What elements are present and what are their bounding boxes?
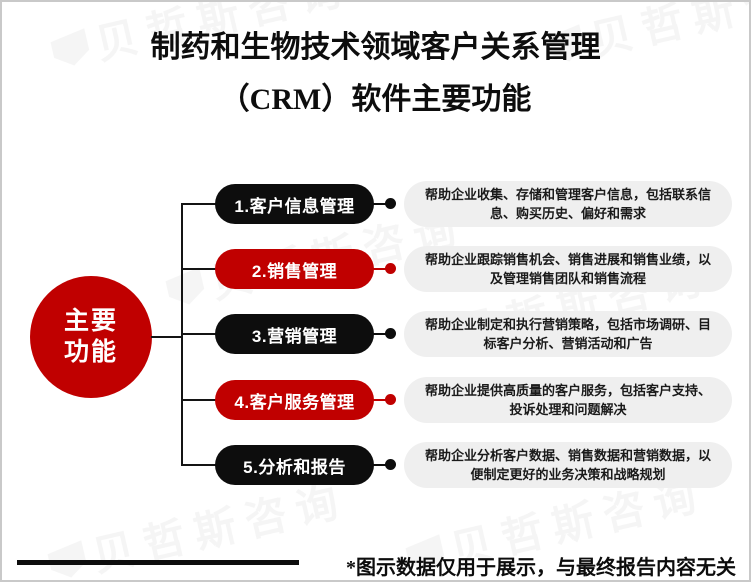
feature-pill-label: 5.分析和报告	[243, 457, 346, 477]
page-title-line2: （CRM）软件主要功能	[219, 83, 532, 116]
connector-line	[372, 464, 391, 466]
connector-dot	[385, 328, 396, 339]
feature-pill: 1.客户信息管理	[215, 184, 374, 224]
hub-label-line1: 主要	[63, 308, 118, 335]
feature-pill: 2.销售管理	[215, 249, 374, 289]
connector-dot	[385, 394, 396, 405]
branch-line	[181, 333, 216, 335]
feature-pill: 5.分析和报告	[215, 445, 374, 485]
trunk-line	[181, 204, 183, 466]
branch-line	[181, 464, 216, 466]
footer-note: *图示数据仅用于展示，与最终报告内容无关	[346, 557, 736, 579]
connector-line	[372, 333, 391, 335]
feature-pill-label: 1.客户信息管理	[234, 196, 355, 216]
page-title-line1: 制药和生物技术领域客户关系管理	[150, 31, 601, 64]
feature-description: 帮助企业分析客户数据、销售数据和营销数据，以便制定更好的业务决策和战略规划	[404, 442, 732, 488]
feature-description: 帮助企业制定和执行营销策略，包括市场调研、目标客户分析、营销活动和广告	[404, 311, 732, 357]
feature-pill-label: 4.客户服务管理	[234, 392, 355, 412]
connector-dot	[385, 263, 396, 274]
branch-line	[181, 203, 216, 205]
feature-pill-label: 3.营销管理	[251, 326, 338, 346]
hub-connector-line	[151, 336, 182, 338]
footer-rule	[17, 560, 299, 565]
feature-pill: 3.营销管理	[215, 314, 374, 354]
connector-line	[372, 399, 391, 401]
brand-logo-icon	[165, 266, 205, 304]
connector-line	[372, 268, 391, 270]
hub-circle: 主要 功能	[30, 276, 152, 398]
feature-description: 帮助企业收集、存储和管理客户信息，包括联系信息、购买历史、偏好和需求	[404, 181, 732, 227]
page-title: 制药和生物技术领域客户关系管理 （CRM）软件主要功能	[2, 22, 749, 126]
hub-label-line2: 功能	[63, 339, 118, 366]
branch-line	[181, 399, 216, 401]
feature-pill: 4.客户服务管理	[215, 380, 374, 420]
connector-dot	[385, 198, 396, 209]
connector-dot	[385, 459, 396, 470]
feature-pill-label: 2.销售管理	[251, 261, 338, 281]
feature-description: 帮助企业跟踪销售机会、销售进展和销售业绩，以及管理销售团队和销售流程	[404, 246, 732, 292]
connector-line	[372, 203, 391, 205]
branch-line	[181, 268, 216, 270]
feature-description: 帮助企业提供高质量的客户服务，包括客户支持、投诉处理和问题解决	[404, 377, 732, 423]
